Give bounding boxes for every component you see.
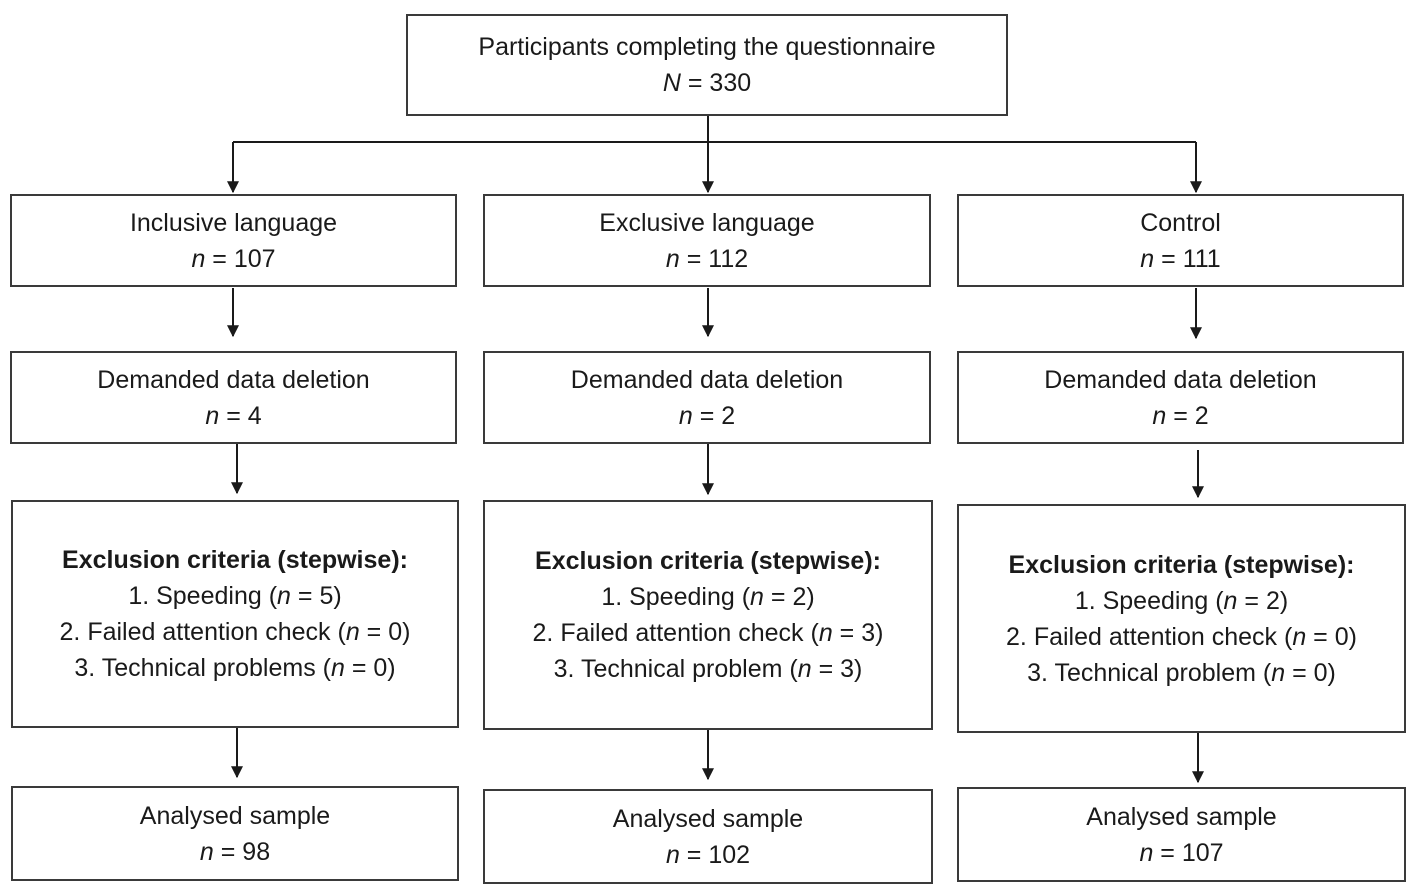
exclusion-heading: Exclusion criteria (stepwise):	[535, 547, 881, 575]
exclusion-item-speeding: 1. Speeding (n = 5)	[128, 582, 342, 610]
group-box-inclusive: Inclusive language n = 107	[10, 194, 457, 287]
group-box-exclusive: Exclusive language n = 112	[483, 194, 931, 287]
exclusion-box-exclusive: Exclusion criteria (stepwise): 1. Speedi…	[483, 500, 933, 730]
analysed-count: n = 102	[665, 840, 751, 869]
deletion-title: Demanded data deletion	[1044, 365, 1317, 394]
group-count: n = 107	[191, 244, 276, 273]
exclusion-heading: Exclusion criteria (stepwise):	[1008, 550, 1355, 579]
analysed-title: Analysed sample	[1086, 802, 1277, 831]
group-title: Inclusive language	[129, 208, 338, 237]
exclusion-item-technical: 3. Technical problems (n = 0)	[74, 654, 396, 682]
total-participants-title: Participants completing the questionnair…	[478, 33, 936, 61]
group-title: Exclusive language	[599, 208, 815, 237]
group-count: n = 112	[665, 244, 749, 273]
exclusion-item-technical: 3. Technical problem (n = 3)	[553, 655, 863, 683]
group-title: Control	[1140, 208, 1221, 237]
exclusion-item-speeding: 1. Speeding (n = 2)	[1074, 586, 1289, 615]
analysed-box-exclusive: Analysed sample n = 102	[483, 789, 933, 884]
analysed-count: n = 107	[1139, 838, 1224, 867]
deletion-count: n = 2	[678, 401, 736, 430]
deletion-box-exclusive: Demanded data deletion n = 2	[483, 351, 931, 444]
deletion-title: Demanded data deletion	[97, 365, 370, 394]
exclusion-item-attention: 2. Failed attention check (n = 0)	[59, 618, 411, 646]
analysed-title: Analysed sample	[139, 801, 331, 830]
analysed-count: n = 98	[199, 837, 271, 866]
exclusion-box-control: Exclusion criteria (stepwise): 1. Speedi…	[957, 504, 1406, 733]
group-box-control: Control n = 111	[957, 194, 1404, 287]
deletion-count: n = 2	[1152, 401, 1209, 430]
deletion-title: Demanded data deletion	[570, 365, 844, 394]
total-participants-box: Participants completing the questionnair…	[406, 14, 1008, 116]
group-count: n = 111	[1140, 244, 1221, 273]
analysed-title: Analysed sample	[612, 804, 804, 833]
deletion-box-control: Demanded data deletion n = 2	[957, 351, 1404, 444]
deletion-box-inclusive: Demanded data deletion n = 4	[10, 351, 457, 444]
exclusion-item-speeding: 1. Speeding (n = 2)	[601, 583, 815, 611]
analysed-box-control: Analysed sample n = 107	[957, 787, 1406, 882]
exclusion-item-attention: 2. Failed attention check (n = 0)	[1006, 622, 1357, 651]
total-participants-count: N = 330	[662, 69, 752, 97]
deletion-count: n = 4	[205, 401, 262, 430]
analysed-box-inclusive: Analysed sample n = 98	[11, 786, 459, 881]
exclusion-item-attention: 2. Failed attention check (n = 3)	[532, 619, 884, 647]
exclusion-item-technical: 3. Technical problem (n = 0)	[1027, 658, 1336, 687]
exclusion-box-inclusive: Exclusion criteria (stepwise): 1. Speedi…	[11, 500, 459, 728]
exclusion-heading: Exclusion criteria (stepwise):	[62, 546, 408, 574]
